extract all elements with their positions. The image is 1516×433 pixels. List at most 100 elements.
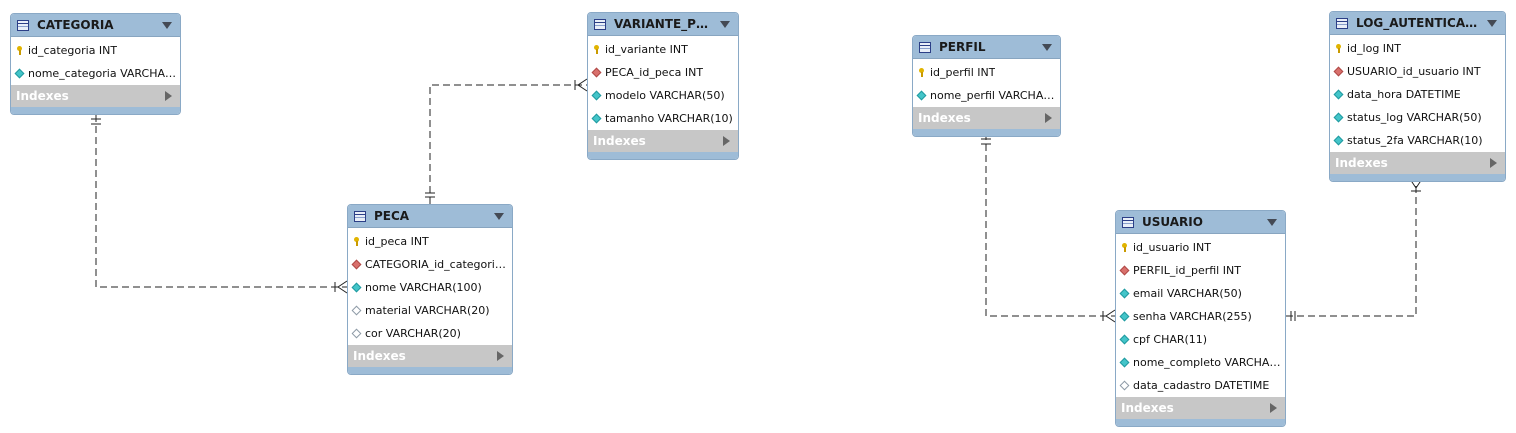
- primary-key-icon: [353, 237, 360, 246]
- column-row[interactable]: id_log INT: [1330, 37, 1505, 60]
- column-label: id_variante INT: [605, 43, 688, 56]
- column-row[interactable]: cor VARCHAR(20): [348, 322, 512, 345]
- table-icon: [1122, 216, 1134, 228]
- column-row[interactable]: senha VARCHAR(255): [1116, 305, 1285, 328]
- table-footer: [913, 129, 1060, 136]
- table-footer: [1330, 174, 1505, 181]
- not-null-column-icon: [1121, 289, 1128, 298]
- column-row[interactable]: CATEGORIA_id_categoria I...: [348, 253, 512, 276]
- table-log-autenticacao[interactable]: LOG_AUTENTICAC... id_log INT USUARIO_id_u…: [1329, 11, 1506, 182]
- chevron-down-icon[interactable]: [1042, 43, 1052, 51]
- chevron-down-icon[interactable]: [162, 21, 172, 29]
- column-label: data_cadastro DATETIME: [1133, 379, 1270, 392]
- table-peca[interactable]: PECA id_peca INT CATEGORIA_id_categoria I…: [347, 204, 513, 375]
- column-label: id_categoria INT: [28, 44, 118, 57]
- table-perfil[interactable]: PERFIL id_perfil INT nome_perfil VARCHAR(…: [912, 35, 1061, 137]
- column-label: nome_perfil VARCHAR(4...: [930, 89, 1060, 102]
- cardinality-many-usuario-left: [1102, 309, 1116, 323]
- column-row[interactable]: email VARCHAR(50): [1116, 282, 1285, 305]
- column-label: senha VARCHAR(255): [1133, 310, 1252, 323]
- cardinality-one-perfil: [981, 138, 991, 145]
- indexes-section[interactable]: Indexes: [588, 130, 738, 152]
- column-row[interactable]: cpf CHAR(11): [1116, 328, 1285, 351]
- chevron-down-icon[interactable]: [1487, 19, 1497, 27]
- column-row[interactable]: id_variante INT: [588, 38, 738, 61]
- column-row[interactable]: nome_categoria VARCHAR(50): [11, 62, 180, 85]
- chevron-down-icon[interactable]: [494, 212, 504, 220]
- column-row[interactable]: id_categoria INT: [11, 39, 180, 62]
- column-row[interactable]: id_peca INT: [348, 230, 512, 253]
- not-null-column-icon: [593, 91, 600, 100]
- not-null-column-icon: [918, 91, 925, 100]
- column-list: id_peca INT CATEGORIA_id_categoria I... no…: [348, 228, 512, 345]
- expand-arrow-icon[interactable]: [1270, 403, 1277, 413]
- table-header[interactable]: USUARIO: [1116, 211, 1285, 234]
- table-header[interactable]: CATEGORIA: [11, 14, 180, 37]
- primary-key-icon: [918, 68, 925, 77]
- column-label: id_peca INT: [365, 235, 429, 248]
- expand-arrow-icon[interactable]: [1490, 158, 1497, 168]
- expand-arrow-icon[interactable]: [1045, 113, 1052, 123]
- not-null-column-icon: [1335, 113, 1342, 122]
- column-row[interactable]: data_cadastro DATETIME: [1116, 374, 1285, 397]
- indexes-label: Indexes: [1335, 156, 1388, 170]
- column-row[interactable]: status_log VARCHAR(50): [1330, 106, 1505, 129]
- column-label: cpf CHAR(11): [1133, 333, 1208, 346]
- column-row[interactable]: modelo VARCHAR(50): [588, 84, 738, 107]
- indexes-section[interactable]: Indexes: [1116, 397, 1285, 419]
- column-label: CATEGORIA_id_categoria I...: [365, 258, 512, 271]
- table-variante[interactable]: VARIANTE_PE... id_variante INT PECA_id_pe…: [587, 12, 739, 160]
- foreign-key-icon: [1335, 67, 1342, 76]
- column-label: nome_completo VARCHAR(6...: [1133, 356, 1285, 369]
- column-row[interactable]: nome_completo VARCHAR(6...: [1116, 351, 1285, 374]
- column-label: nome_categoria VARCHAR(50): [28, 67, 180, 80]
- table-title: VARIANTE_PE...: [614, 17, 714, 31]
- column-row[interactable]: data_hora DATETIME: [1330, 83, 1505, 106]
- table-categoria[interactable]: CATEGORIA id_categoria INT nome_categoria…: [10, 13, 181, 115]
- not-null-column-icon: [353, 283, 360, 292]
- indexes-label: Indexes: [593, 134, 646, 148]
- rel-categoria-peca: [95, 115, 347, 288]
- column-row[interactable]: id_perfil INT: [913, 61, 1060, 84]
- foreign-key-icon: [353, 260, 360, 269]
- expand-arrow-icon[interactable]: [723, 136, 730, 146]
- column-row[interactable]: nome_perfil VARCHAR(4...: [913, 84, 1060, 107]
- column-row[interactable]: nome VARCHAR(100): [348, 276, 512, 299]
- not-null-column-icon: [16, 69, 23, 78]
- column-row[interactable]: PERFIL_id_perfil INT: [1116, 259, 1285, 282]
- indexes-section[interactable]: Indexes: [1330, 152, 1505, 174]
- column-row[interactable]: USUARIO_id_usuario INT: [1330, 60, 1505, 83]
- column-label: cor VARCHAR(20): [365, 327, 461, 340]
- table-usuario[interactable]: USUARIO id_usuario INT PERFIL_id_perfil I…: [1115, 210, 1286, 427]
- expand-arrow-icon[interactable]: [165, 91, 172, 101]
- table-footer: [348, 367, 512, 374]
- table-footer: [1116, 419, 1285, 426]
- cardinality-many-variante: [574, 78, 588, 92]
- chevron-down-icon[interactable]: [720, 20, 730, 28]
- column-row[interactable]: tamanho VARCHAR(10): [588, 107, 738, 130]
- column-row[interactable]: id_usuario INT: [1116, 236, 1285, 259]
- indexes-section[interactable]: Indexes: [11, 85, 180, 107]
- column-row[interactable]: material VARCHAR(20): [348, 299, 512, 322]
- table-header[interactable]: LOG_AUTENTICAC...: [1330, 12, 1505, 35]
- column-label: id_log INT: [1347, 42, 1401, 55]
- column-label: status_2fa VARCHAR(10): [1347, 134, 1483, 147]
- column-row[interactable]: PECA_id_peca INT: [588, 61, 738, 84]
- table-header[interactable]: PECA: [348, 205, 512, 228]
- table-icon: [919, 41, 931, 53]
- indexes-section[interactable]: Indexes: [348, 345, 512, 367]
- rel-perfil-usuario: [985, 133, 1115, 317]
- cardinality-one-peca-top: [425, 192, 435, 198]
- table-header[interactable]: PERFIL: [913, 36, 1060, 59]
- table-icon: [594, 18, 606, 30]
- not-null-column-icon: [1121, 358, 1128, 367]
- column-label: id_usuario INT: [1133, 241, 1211, 254]
- column-row[interactable]: status_2fa VARCHAR(10): [1330, 129, 1505, 152]
- expand-arrow-icon[interactable]: [497, 351, 504, 361]
- chevron-down-icon[interactable]: [1267, 218, 1277, 226]
- table-header[interactable]: VARIANTE_PE...: [588, 13, 738, 36]
- indexes-label: Indexes: [353, 349, 406, 363]
- indexes-section[interactable]: Indexes: [913, 107, 1060, 129]
